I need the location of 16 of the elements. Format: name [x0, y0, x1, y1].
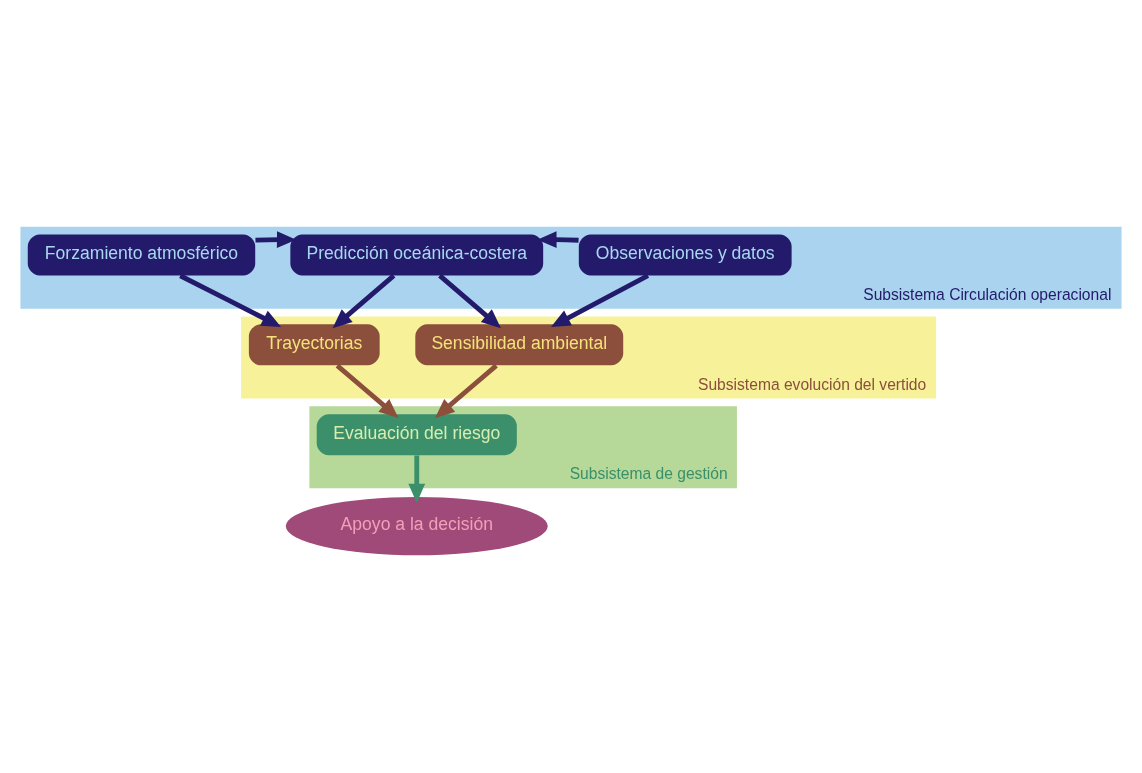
arrow — [435, 363, 498, 418]
arrow — [255, 230, 297, 248]
arrow — [332, 273, 396, 328]
node-box: Predicción oceánica-costera — [290, 234, 544, 275]
node-box: Trayectorias — [248, 323, 380, 365]
node-ellipse: Apoyo a la decisión — [285, 496, 548, 555]
arrow — [408, 455, 426, 503]
arrow — [438, 273, 501, 328]
arrow — [335, 363, 399, 418]
arrow — [537, 230, 579, 248]
node-box: Observaciones y datos — [578, 234, 792, 275]
node-box: Sensibilidad ambiental — [415, 323, 624, 365]
arrow — [551, 273, 650, 327]
node-box: Forzamiento atmosférico — [27, 234, 256, 275]
node-box: Evaluación del riesgo — [316, 413, 517, 455]
arrow — [179, 273, 282, 327]
